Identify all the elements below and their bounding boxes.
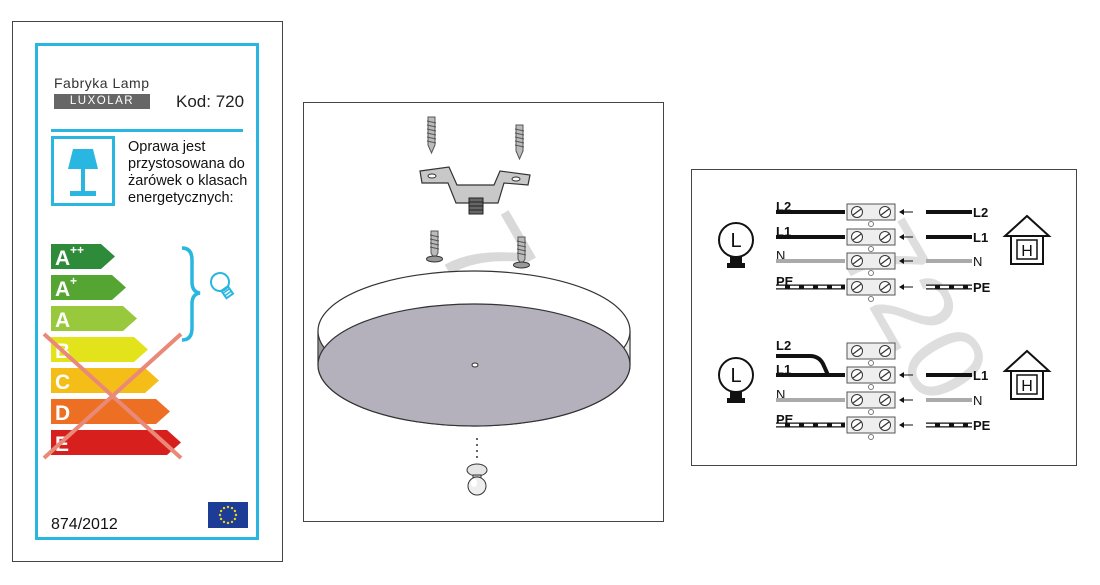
arrow-icon (899, 422, 913, 428)
suitability-line: przystosowana do (128, 156, 245, 172)
energy-class-arrow: D (51, 399, 170, 425)
mounting-screw-icon (426, 116, 437, 155)
eu-star (234, 513, 238, 517)
arrow-icon (899, 397, 913, 403)
arrow-icon (899, 284, 913, 290)
energy-class-arrow: A+ (51, 274, 126, 301)
terminal-block (846, 391, 896, 415)
wire-label: N (776, 248, 785, 263)
suitability-line: energetycznych: (128, 190, 234, 206)
energy-class-scale: A++A+ABCDE (42, 244, 183, 460)
energy-class-arrow: C (51, 368, 159, 394)
wire-label: N (776, 387, 785, 402)
energy-class-arrow: B (51, 337, 148, 363)
wire-label: L1 (973, 368, 988, 383)
arrow-icon (899, 372, 913, 378)
energy-class-arrow: A++ (51, 244, 115, 270)
wire-label: N (973, 254, 982, 269)
mounting-screw-icon (514, 124, 525, 161)
eu-star (226, 521, 230, 525)
eu-flag-icon (208, 502, 248, 528)
terminal-block (846, 228, 896, 252)
terminal-block (846, 342, 896, 366)
wire-label: L2 (776, 338, 791, 353)
wire-label: PE (973, 418, 991, 433)
arrow-icon (899, 258, 913, 264)
brace-icon (181, 246, 201, 342)
dotted-guide-line (476, 438, 478, 458)
installation-diagram-panel: 720 (303, 102, 664, 522)
house-symbol-icon: H (1002, 214, 1052, 265)
house-symbol-icon: H (1002, 349, 1052, 400)
terminal-block (846, 366, 896, 390)
suitability-text: Oprawa jest przystosowana do żarówek o k… (128, 139, 263, 207)
eu-star (222, 506, 226, 510)
eu-star (230, 506, 234, 510)
model-name: LUXOLAR (54, 94, 150, 109)
terminal-block (846, 203, 896, 227)
arrow-icon (899, 209, 913, 215)
house-symbol-label: H (1021, 243, 1033, 260)
eu-star (233, 517, 237, 521)
suitability-line: Oprawa jest (128, 139, 206, 155)
energy-class-sup: + (70, 274, 77, 288)
eu-star (230, 520, 234, 524)
ceiling-screw-icon (513, 236, 530, 269)
eu-star (218, 513, 222, 517)
ceiling-lamp-disc-icon (317, 270, 631, 427)
light-bulb-icon (210, 272, 235, 300)
suitability-line: żarówek o klasach (128, 173, 248, 189)
energy-label-panel: Fabryka Lamp LUXOLAR Kod: 720 Oprawa jes… (12, 21, 283, 562)
energy-class-label: C (55, 371, 70, 394)
brace-and-bulb (181, 246, 235, 342)
decorative-finial-icon (466, 463, 488, 496)
energy-class-label: A (55, 247, 70, 270)
lamp-symbol-label: L (730, 230, 741, 252)
wire-label: N (973, 393, 982, 408)
lamp-symbol-icon: L (718, 357, 754, 403)
energy-label-frame: Fabryka Lamp LUXOLAR Kod: 720 Oprawa jes… (35, 43, 259, 540)
house-symbol-label: H (1021, 378, 1033, 395)
product-code: Kod: 720 (176, 92, 245, 111)
energy-class-arrow: A (51, 306, 137, 332)
table-lamp-icon (51, 136, 115, 206)
wire-label: L2 (973, 205, 988, 220)
regulation-number: 874/2012 (51, 516, 118, 533)
wire-label: PE (973, 280, 991, 295)
mounting-bracket-icon (419, 166, 531, 215)
eu-star (222, 520, 226, 524)
eu-star (219, 509, 223, 513)
wire-line (776, 354, 845, 377)
brand-name: Fabryka Lamp (54, 75, 150, 91)
eu-star (219, 517, 223, 521)
energy-class-sup: ++ (70, 244, 84, 257)
ceiling-screw-icon (426, 230, 443, 263)
energy-class-label: A (55, 278, 70, 301)
eu-star (226, 505, 230, 509)
terminal-block (846, 252, 896, 276)
wire-label: L1 (973, 230, 988, 245)
terminal-block (846, 278, 896, 302)
arrow-icon (899, 234, 913, 240)
cross-out-line (42, 332, 183, 460)
energy-class-label: D (55, 402, 70, 425)
terminal-block (846, 416, 896, 440)
lamp-symbol-label: L (730, 365, 741, 387)
lamp-symbol-icon: L (718, 222, 754, 268)
energy-class-label: A (55, 309, 70, 332)
eu-star (233, 509, 237, 513)
divider (51, 129, 243, 132)
